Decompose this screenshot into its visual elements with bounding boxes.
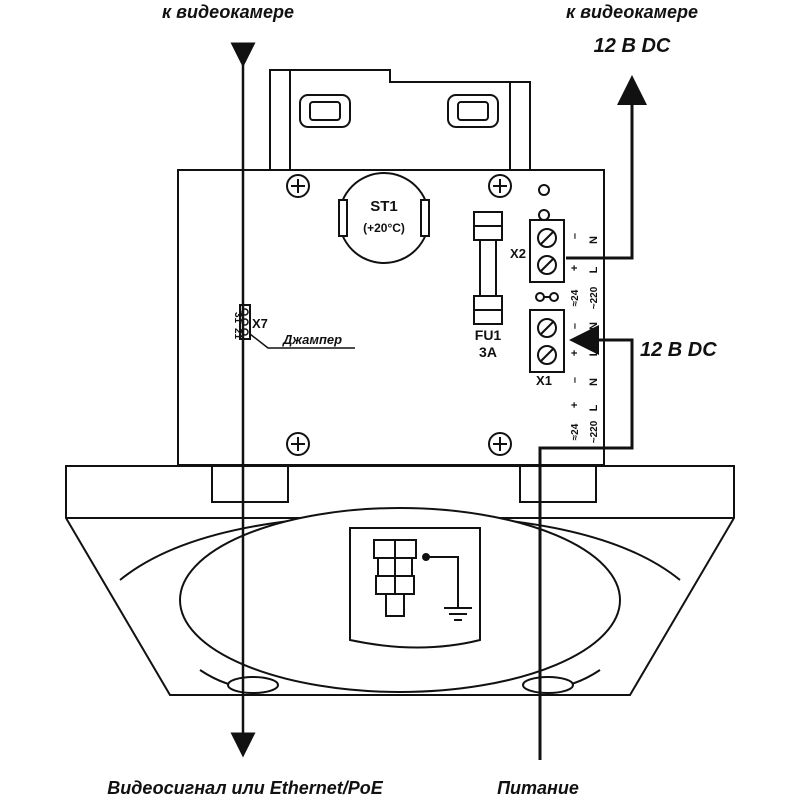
x1-N: N [588, 322, 600, 330]
label-top-right-voltage: 12 В DC [594, 35, 671, 57]
x2-plus: + [569, 265, 581, 271]
mounting-bracket [269, 69, 531, 170]
label-bottom-left: Видеосигнал или Ethernet/PoE [107, 778, 383, 798]
fuse-rating: 3A [479, 344, 497, 360]
supply-power-line [538, 325, 634, 760]
supply-upper-24: ≈24 [570, 289, 581, 306]
jumper-pin-31: 31 [232, 312, 243, 324]
screw-icon [286, 174, 310, 198]
lower-minus: – [569, 377, 581, 383]
screw-icon [488, 432, 512, 456]
supply-lower-24: ≈24 [570, 423, 581, 440]
lower-N: N [588, 378, 600, 386]
x2-L: L [588, 266, 600, 273]
link-jumper [535, 292, 559, 302]
x2-N: N [588, 236, 600, 244]
thermostat-label: ST1 [370, 198, 398, 215]
fuse-fu1 [473, 211, 503, 325]
camera-power-line [566, 75, 647, 260]
lower-plus: + [569, 402, 581, 408]
terminal-x1-label: X1 [536, 373, 552, 388]
label-side-voltage: 12 В DC [640, 339, 717, 361]
cable-gland-icon [373, 539, 417, 617]
screw-icon [488, 174, 512, 198]
lower-L: L [588, 404, 600, 411]
jumper-x7-label: X7 [252, 316, 268, 331]
jumper-pin-21: 21 [232, 328, 243, 340]
supply-lower-220: ~220 [589, 420, 600, 443]
x1-minus: – [569, 323, 581, 329]
terminal-x2-label: X2 [510, 246, 526, 261]
terminal-block-x2 [529, 219, 565, 283]
x1-plus: + [569, 350, 581, 356]
label-top-left: к видеокамере [162, 2, 294, 22]
supply-upper-220: ~220 [589, 286, 600, 309]
fuse-label: FU1 [475, 327, 502, 343]
thermostat-temp: (+20°C) [363, 221, 405, 235]
screw-icon [286, 432, 310, 456]
x1-L: L [588, 349, 600, 356]
x2-minus: – [569, 233, 581, 239]
ground-icon [422, 553, 472, 621]
terminal-labels: – N + L ≈24 ~220 – N + L – N + L ≈24 ~22… [569, 233, 600, 443]
jumper-label: Джампер [282, 332, 342, 347]
label-bottom-right: Питание [497, 778, 579, 798]
terminal-block-x1 [529, 309, 565, 373]
thermostat-st1: ST1 (+20°C) [338, 172, 430, 264]
label-top-right: к видеокамере [566, 2, 698, 22]
